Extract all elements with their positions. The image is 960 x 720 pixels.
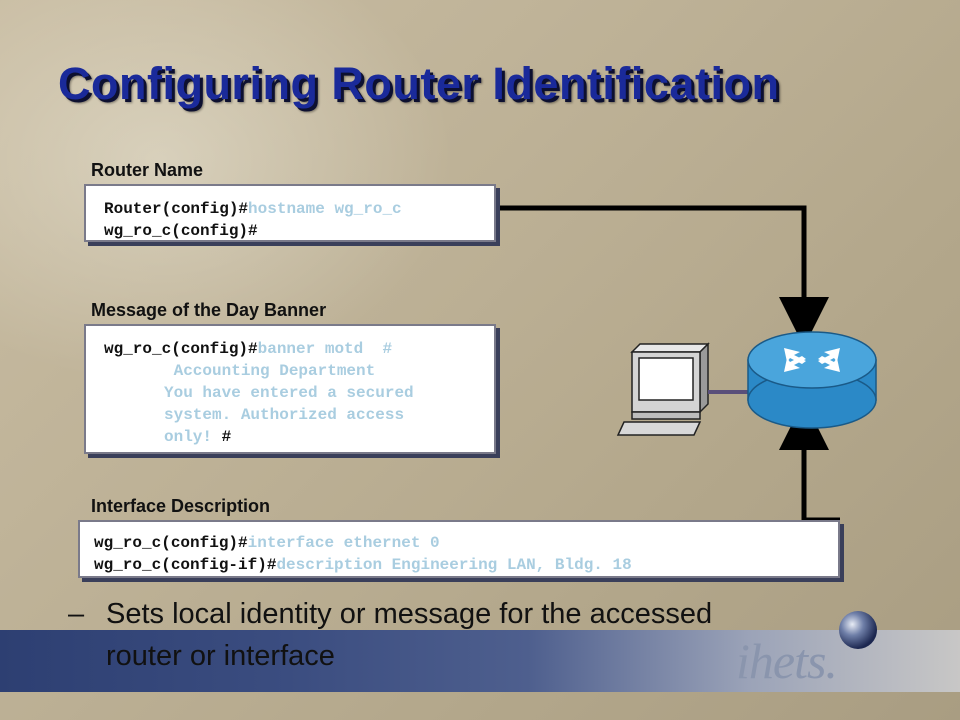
- bullet-dash: –: [68, 598, 85, 630]
- motd-line-2: Accounting Department: [164, 362, 376, 380]
- interface-prompt-2: wg_ro_c(config-if)#: [94, 556, 277, 574]
- interface-label: Interface Description: [91, 496, 271, 516]
- bullet-line-1: Sets local identity or message for the a…: [106, 598, 713, 630]
- motd-line-4: system. Authorized access: [164, 406, 405, 424]
- motd-label: Message of the Day Banner: [91, 300, 327, 320]
- computer-icon: [616, 342, 710, 436]
- footer-bar: [0, 630, 960, 692]
- interface-box: wg_ro_c(config)#interface ethernet 0 wg_…: [78, 520, 840, 578]
- interface-command: interface ethernet 0: [247, 534, 440, 552]
- motd-command: banner motd #: [257, 340, 393, 358]
- router-name-prompt-2: wg_ro_c(config)#: [104, 222, 258, 240]
- router-name-command: hostname wg_ro_c: [248, 200, 402, 218]
- interface-description-command: description Engineering LAN, Bldg. 18: [276, 556, 632, 574]
- router-name-prompt-1: Router(config)#: [104, 200, 249, 218]
- slide-title: Configuring Router Identification: [58, 58, 780, 109]
- motd-delimiter: #: [221, 428, 232, 446]
- logo-orb-icon: [839, 611, 877, 649]
- interface-prompt-1: wg_ro_c(config)#: [94, 534, 248, 552]
- router-name-label: Router Name: [91, 160, 204, 180]
- motd-line-5: only!: [164, 428, 222, 446]
- interface-connector: [779, 400, 840, 523]
- motd-box: wg_ro_c(config)#banner motd # Accounting…: [84, 324, 496, 454]
- motd-prompt: wg_ro_c(config)#: [104, 340, 258, 358]
- router-name-connector: [496, 205, 829, 347]
- bullet-line-2: router or interface: [106, 640, 335, 672]
- router-icon: [747, 331, 877, 429]
- router-name-box: Router(config)#hostname wg_ro_c wg_ro_c(…: [84, 184, 496, 242]
- ihets-logo: ihets.: [736, 633, 838, 689]
- motd-line-3: You have entered a secured: [164, 384, 414, 402]
